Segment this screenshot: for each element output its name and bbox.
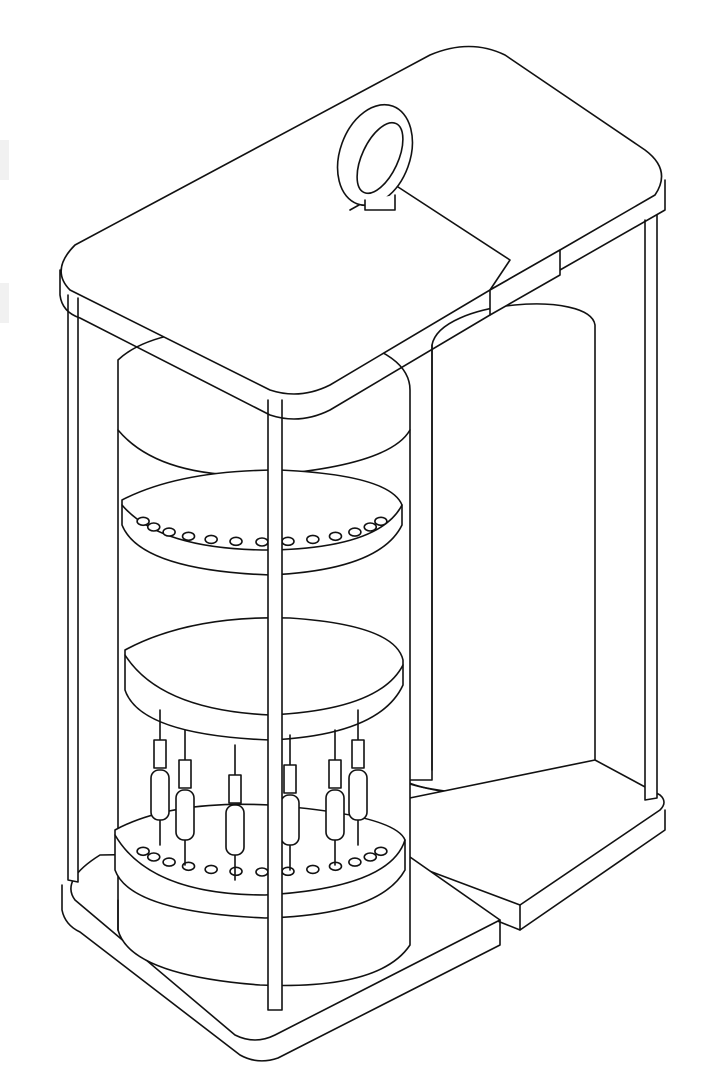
flange-hole <box>255 867 269 877</box>
flange-hole <box>146 852 161 862</box>
flange-holes <box>136 516 388 877</box>
flange-hole <box>255 537 269 547</box>
flange-hole <box>363 522 378 532</box>
flange-hole <box>306 864 320 875</box>
flange-hole <box>281 536 295 547</box>
flange-hole <box>136 516 150 527</box>
electrode <box>225 744 245 881</box>
flange-hole <box>229 536 243 547</box>
right-cylinder <box>399 303 596 797</box>
flange-hole <box>181 531 196 542</box>
electrode-array <box>150 709 368 881</box>
flange-hole <box>136 846 150 857</box>
flange-hole <box>229 866 243 877</box>
top-plate <box>59 45 666 420</box>
side-tab-marker <box>0 140 9 180</box>
flange-hole <box>306 534 320 545</box>
electrode <box>150 709 170 846</box>
lifting-eye <box>336 103 414 211</box>
flange-hole <box>162 527 176 537</box>
flange-hole <box>374 516 388 527</box>
flange-hole <box>348 527 362 537</box>
flange-hole <box>374 846 388 857</box>
flange-hole <box>281 866 295 877</box>
flange-hole <box>363 852 378 862</box>
flange-hole <box>204 864 218 875</box>
flange-hole <box>348 857 362 867</box>
support-rods <box>67 214 658 1011</box>
flange-hole <box>162 857 176 867</box>
electrode <box>325 729 345 866</box>
flange-hole <box>204 534 218 545</box>
electrode <box>175 729 195 866</box>
right-base-plate <box>399 759 666 931</box>
side-tab-marker <box>0 283 9 323</box>
flange-hole <box>328 531 343 542</box>
main-cylinder <box>114 327 411 987</box>
electrode <box>348 709 368 846</box>
flange-hole <box>146 522 161 532</box>
electrode <box>280 734 300 871</box>
